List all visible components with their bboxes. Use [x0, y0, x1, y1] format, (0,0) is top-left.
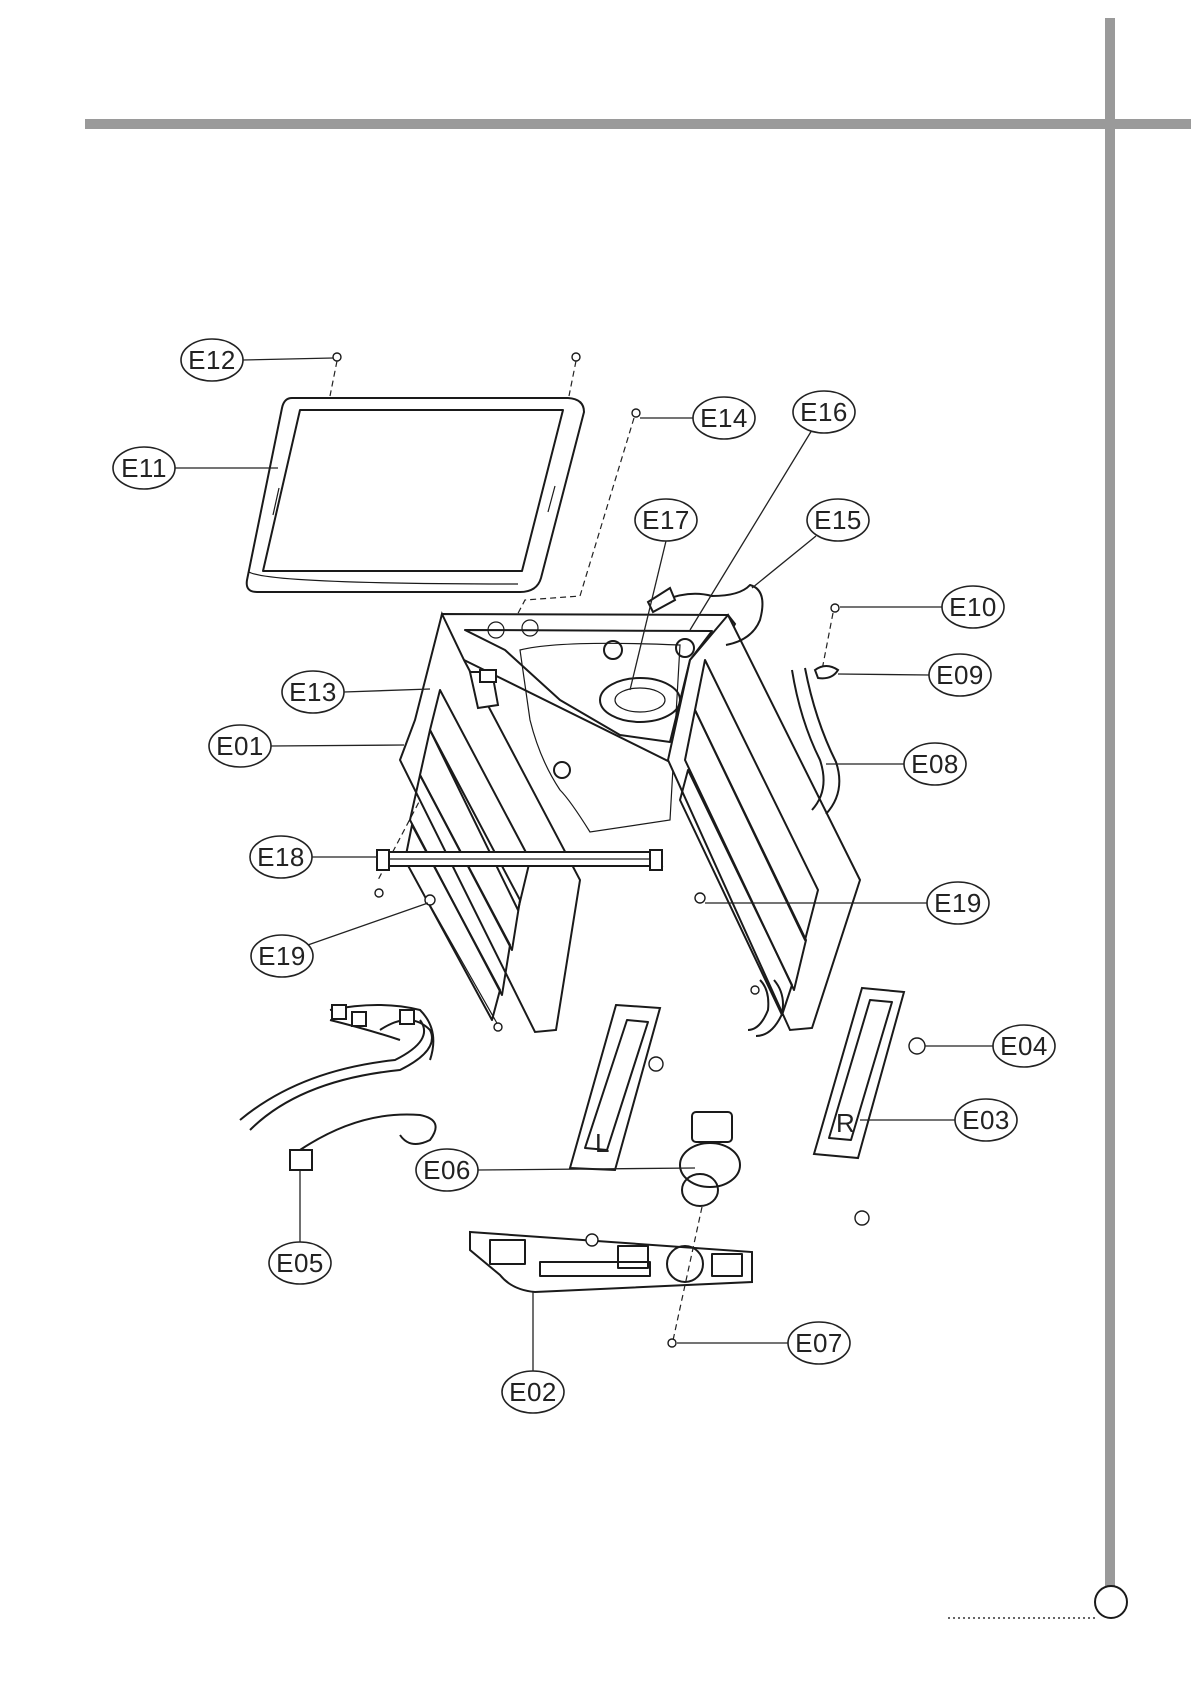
- cabinet-part: [400, 614, 860, 1032]
- callout-e05: E05: [276, 1248, 324, 1278]
- drain-pump-part: [672, 1112, 740, 1345]
- cabinet-screws: [425, 893, 759, 1031]
- callout-e14: E14: [700, 403, 748, 433]
- base-plate-part: [470, 1232, 752, 1292]
- callout-e10: E10: [949, 592, 997, 622]
- callout-e17: E17: [642, 505, 690, 535]
- callout-e06: E06: [423, 1155, 471, 1185]
- hose-clamp-part: [815, 604, 839, 678]
- cross-bar-part: [377, 850, 662, 870]
- callout-e07: E07: [795, 1328, 843, 1358]
- callout-e04: E04: [1000, 1031, 1048, 1061]
- left-foot-bracket: L: [570, 1005, 663, 1170]
- callout-e11: E11: [121, 453, 167, 483]
- page-number-circle: [1095, 1586, 1127, 1618]
- callout-e16: E16: [800, 397, 848, 427]
- callout-e01: E01: [216, 731, 264, 761]
- callout-e18: E18: [257, 842, 305, 872]
- callout-e19-right: E19: [934, 888, 982, 918]
- callout-e03: E03: [962, 1105, 1010, 1135]
- callout-e19-left: E19: [258, 941, 306, 971]
- right-foot-bracket: R: [814, 988, 925, 1225]
- wire-harness-part: [240, 1005, 436, 1170]
- header-rule-bar: [85, 119, 1191, 129]
- callout-e02: E02: [509, 1377, 557, 1407]
- bracket-mark-left: L: [595, 1128, 610, 1158]
- callout-e09: E09: [936, 660, 984, 690]
- top-plate-part: [247, 398, 584, 592]
- callout-e12: E12: [188, 345, 236, 375]
- callout-e15: E15: [814, 505, 862, 535]
- callout-e08: E08: [911, 749, 959, 779]
- pump-screw: [668, 1339, 676, 1347]
- side-rule-bar: [1105, 18, 1115, 1618]
- callout-e13: E13: [289, 677, 337, 707]
- bracket-mark-right: R: [836, 1108, 855, 1138]
